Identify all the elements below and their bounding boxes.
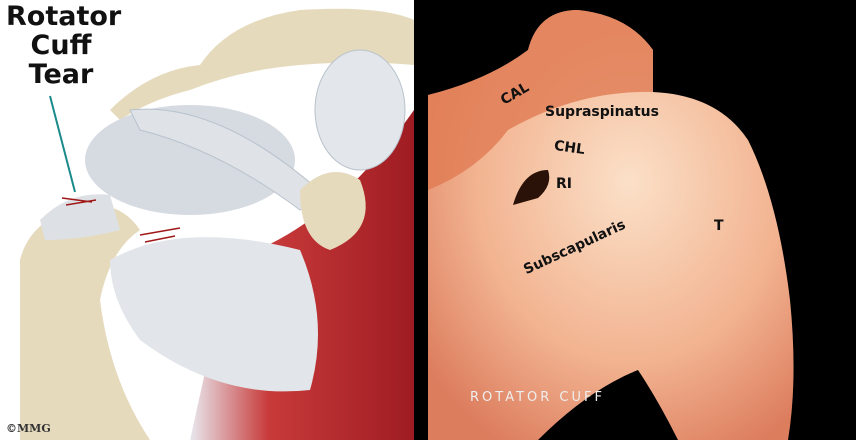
rotator-interval-hole: [513, 170, 550, 205]
humeral-head: [85, 105, 295, 215]
label-t: T: [714, 218, 724, 234]
tear-marks: [61, 197, 181, 243]
coracoid-bone: [300, 172, 366, 250]
label-ri: RI: [556, 176, 572, 192]
shoulder-illustration-art: [20, 8, 414, 440]
title-line: Rotator: [6, 1, 122, 32]
subscapularis-tendon: [110, 237, 318, 392]
cadaver-shoulder-art: [428, 10, 794, 440]
acromion-tissue: [428, 10, 653, 190]
title-line: Tear: [28, 59, 94, 90]
humerus-bone: [20, 204, 150, 440]
pointer-line: [49, 95, 76, 193]
tear-title: Rotator Cuff Tear: [6, 1, 122, 90]
caption: ROTATOR CUFF: [470, 390, 605, 405]
tear-site: [40, 194, 120, 240]
copyright-mark: ©MMG: [6, 422, 51, 435]
title-line: Cuff: [30, 30, 92, 61]
coracoid-tendon: [314, 49, 406, 171]
rotator-cuff-illustration: Rotator Cuff Tear ©MMG: [0, 0, 414, 440]
label-supraspinatus: Supraspinatus: [545, 104, 659, 120]
rotator-cuff-photo: CAL Supraspinatus CHL RI T Subscapularis…: [428, 0, 856, 440]
acromion-bone: [110, 8, 414, 120]
